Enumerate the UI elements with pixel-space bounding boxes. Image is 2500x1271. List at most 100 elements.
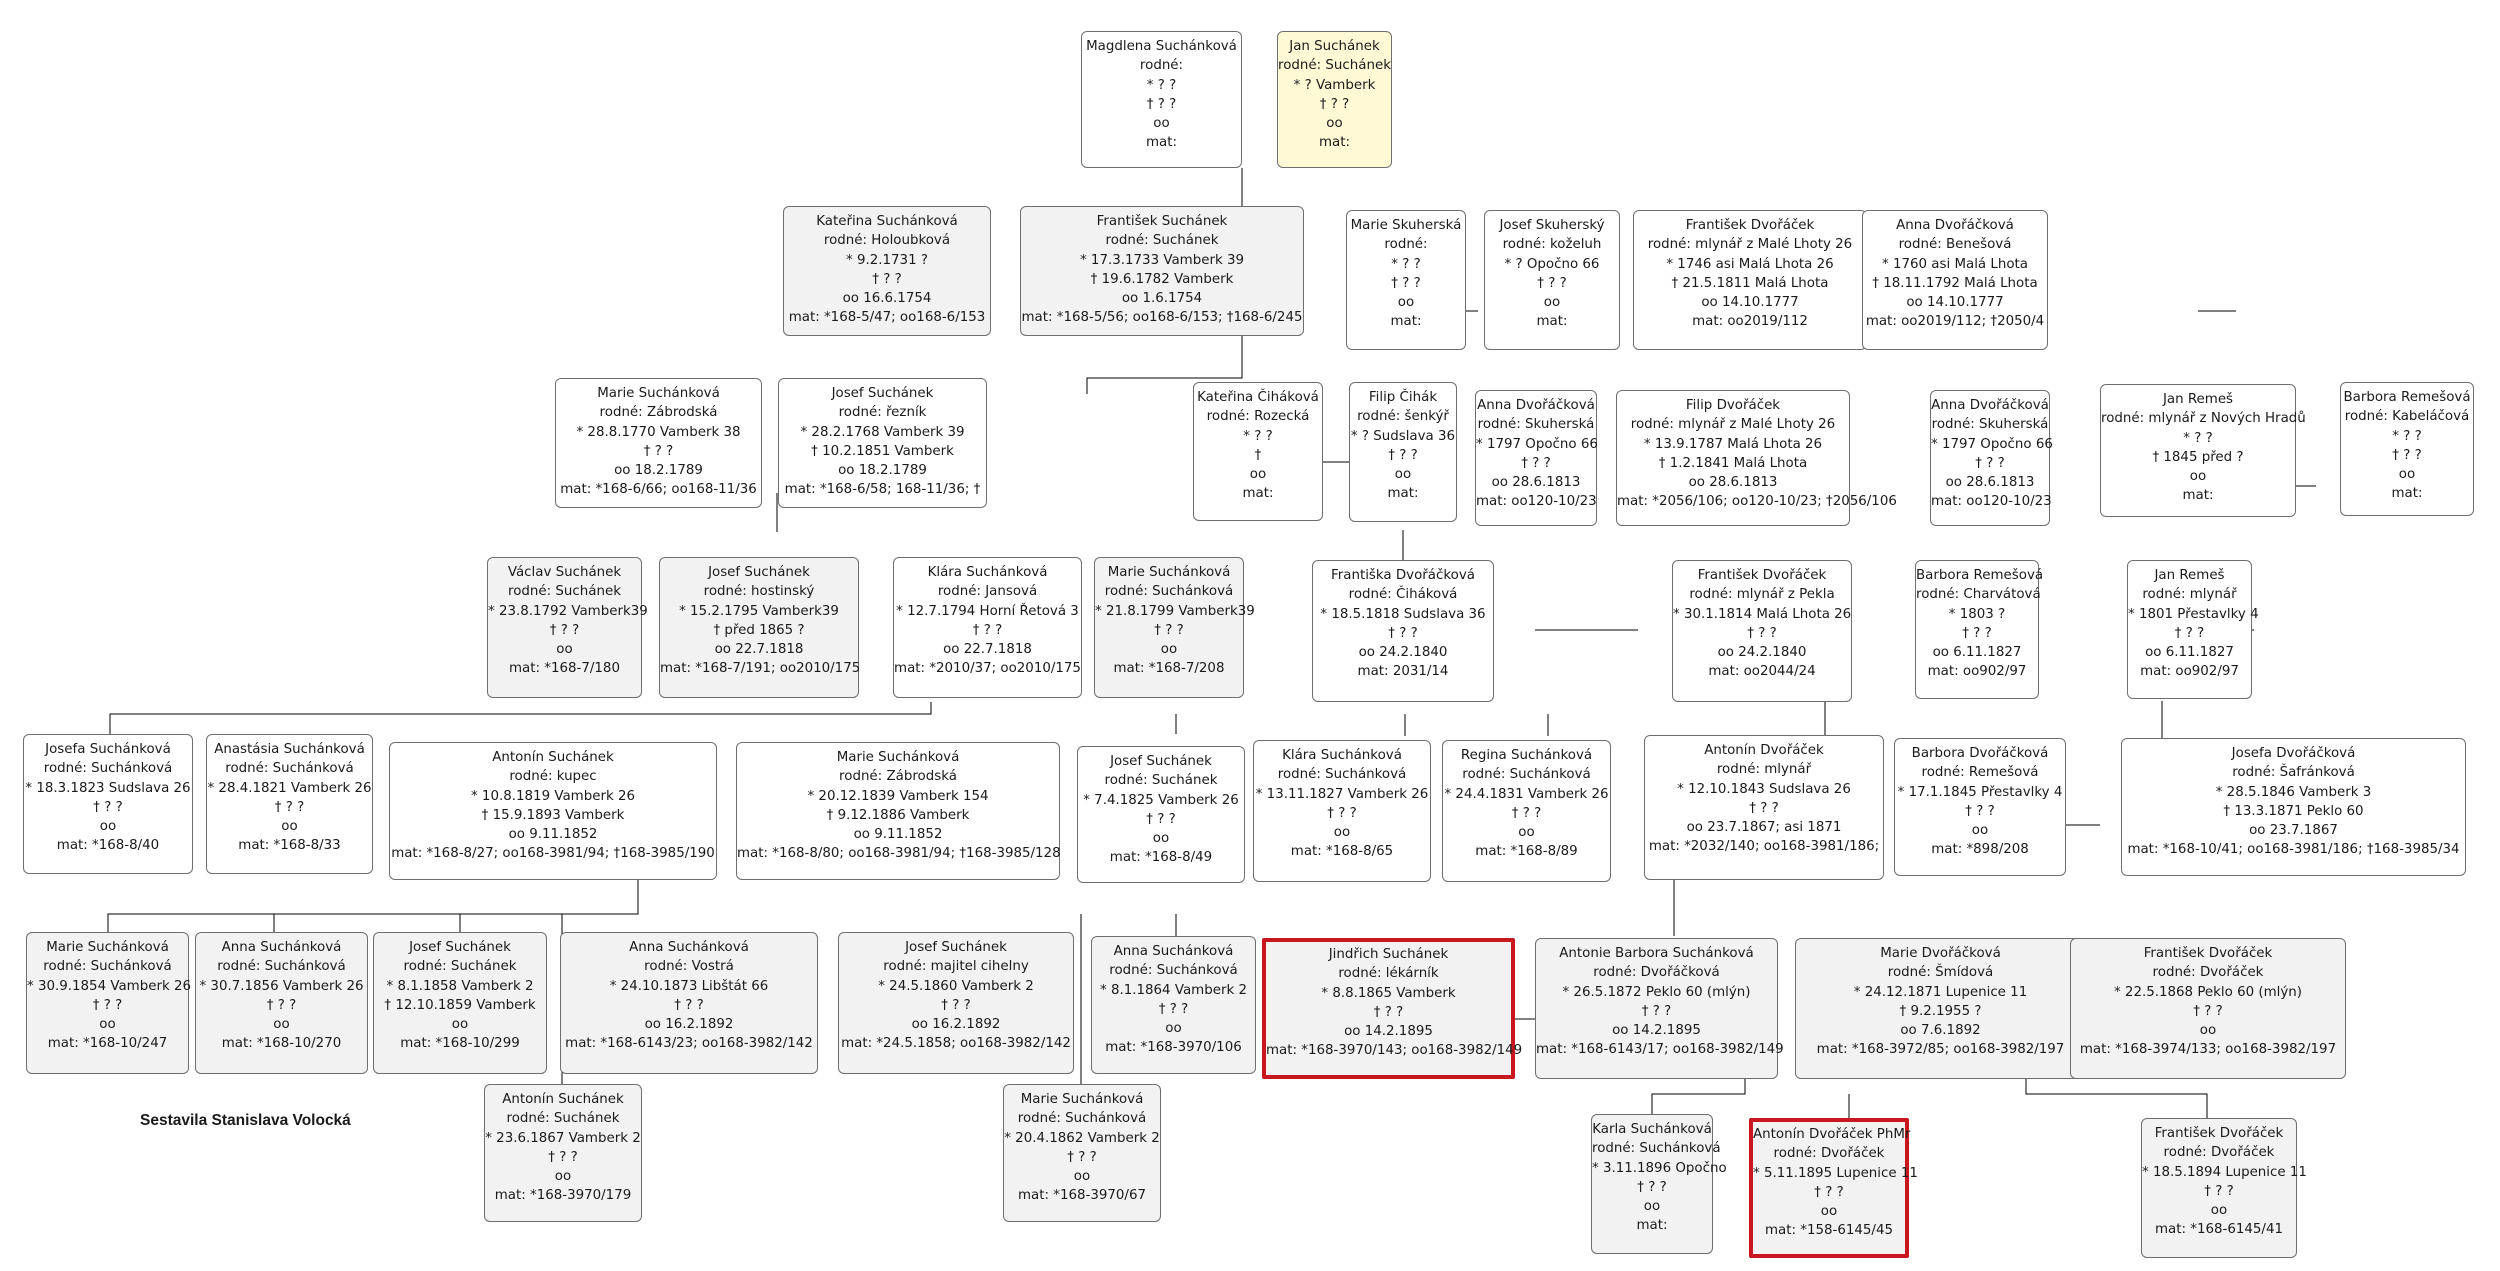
person-name: Marie Dvořáčková bbox=[1880, 946, 2001, 961]
person-born: * 28.2.1768 Vamberk 39 bbox=[800, 424, 965, 440]
person-born: * ? ? bbox=[2183, 430, 2213, 446]
person-name: Marie Skuherská bbox=[1350, 218, 1462, 233]
person-birth-name: rodné: hostinský bbox=[703, 584, 815, 600]
person-married: oo bbox=[273, 1017, 290, 1033]
person-records: mat: *168-6143/17; oo168-3982/149 bbox=[1536, 1042, 1784, 1058]
person-died: † 15.9.1893 Vamberk bbox=[481, 807, 625, 823]
person-born: * 15.2.1795 Vamberk39 bbox=[679, 603, 839, 619]
person-married: oo 1.6.1754 bbox=[1121, 291, 1203, 307]
person-records: mat: *2032/140; oo168-3981/186; bbox=[1648, 839, 1880, 855]
person-name: František Dvořáček bbox=[2143, 946, 2273, 961]
person-died: † ? ? bbox=[549, 622, 580, 638]
person-died: † ? ? bbox=[2204, 1183, 2234, 1199]
person-birth-name: rodné: Holoubková bbox=[823, 233, 951, 249]
person-records: mat: bbox=[1390, 314, 1422, 330]
person-name: Josef Suchánek bbox=[831, 386, 934, 401]
person-died: † 19.6.1782 Vamberk bbox=[1090, 271, 1234, 287]
person-married: oo bbox=[1326, 116, 1343, 132]
person-died: † ? ? bbox=[674, 997, 704, 1013]
person-born: * 8.8.1865 Vamberk bbox=[1321, 985, 1456, 1001]
person-name: Kateřina Suchánková bbox=[816, 214, 958, 229]
person-died: † ? ? bbox=[1965, 803, 1995, 819]
person-name: Antonín Suchánek bbox=[502, 1092, 624, 1107]
person-birth-name: rodné: Dvořáček bbox=[2152, 965, 2264, 981]
person-card[interactable]: Jindřich Suchánek rodné: lékárník * 8.8.18… bbox=[1262, 938, 1522, 1079]
person-died: † 13.3.1871 Peklo 60 bbox=[2223, 803, 2364, 819]
person-died: † ? ? bbox=[1327, 805, 1357, 821]
person-born: * 10.8.1819 Vamberk 26 bbox=[470, 788, 636, 804]
person-birth-name: rodné: Zábrodská bbox=[599, 405, 718, 421]
person-birth-name: rodné: Kabeláčová bbox=[2344, 409, 2470, 425]
person-died: † ? ? bbox=[2193, 1003, 2223, 1019]
person-records: mat: bbox=[1387, 486, 1419, 502]
person-married: oo 22.7.1818 bbox=[714, 642, 804, 658]
person-born: * 23.6.1867 Vamberk 2 bbox=[485, 1130, 641, 1146]
person-birth-name: rodné: Rozecká bbox=[1206, 409, 1310, 425]
person-birth-name: rodné: lékárník bbox=[1338, 966, 1439, 982]
connector-line bbox=[1086, 335, 1243, 394]
person-name: Magdlena Suchánková bbox=[1086, 39, 1237, 54]
person-records: mat: *898/208 bbox=[1931, 842, 2029, 858]
person-died: † 10.2.1851 Vamberk bbox=[811, 443, 954, 459]
person-birth-name: rodné: Suchánek bbox=[1278, 58, 1391, 74]
person-married: oo bbox=[99, 1017, 116, 1033]
person-records: mat: *168-7/180 bbox=[509, 661, 620, 677]
person-name: Jindřich Suchánek bbox=[1328, 947, 1449, 962]
person-birth-name: rodné: Suchánková bbox=[43, 959, 172, 975]
person-married: oo 16.6.1754 bbox=[842, 291, 932, 307]
person-birth-name: rodné: Suchánek bbox=[1104, 773, 1218, 789]
person-died: † ? ? bbox=[274, 799, 305, 815]
person-name: Františka Dvořáčková bbox=[1331, 568, 1475, 583]
